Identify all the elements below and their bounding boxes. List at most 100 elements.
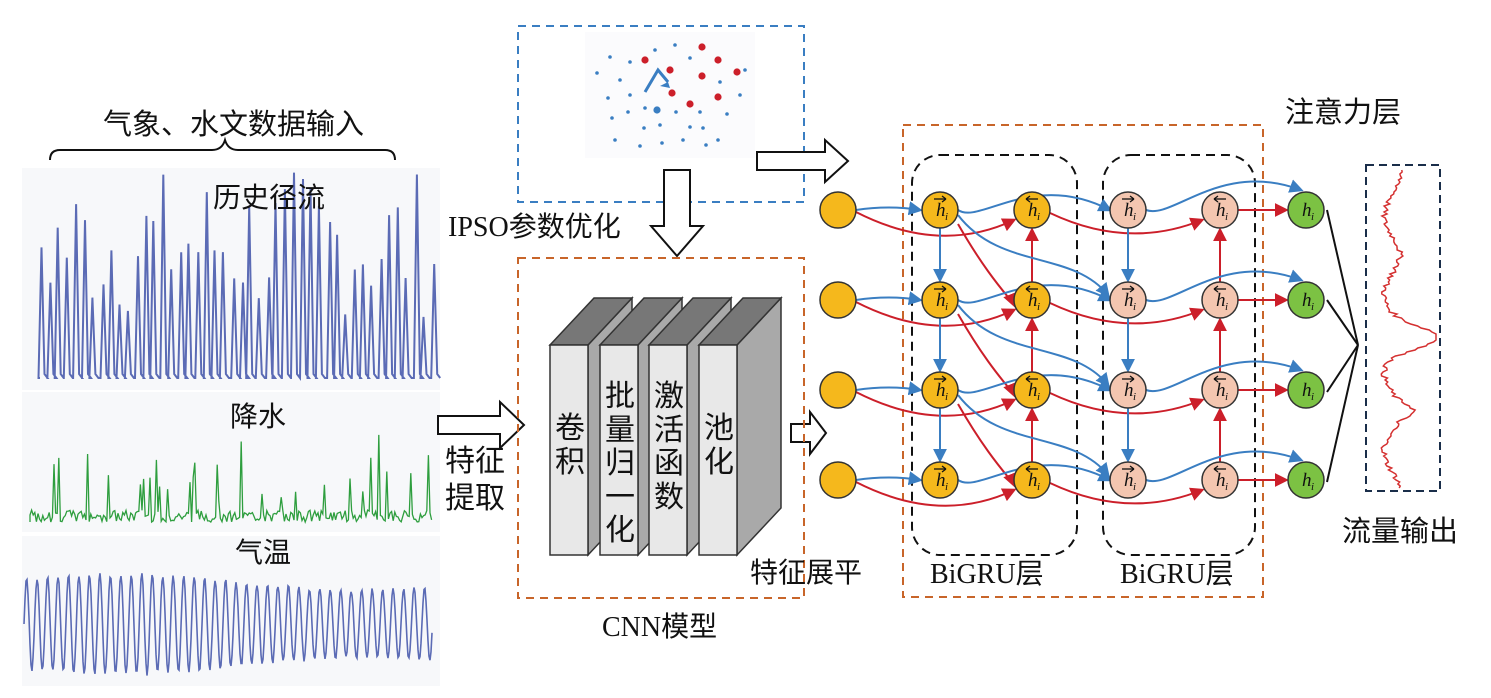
bigru2-forward-node-label: h bbox=[1124, 380, 1134, 401]
bigru2-backward-node-circle bbox=[1201, 281, 1239, 319]
pso-particle-red bbox=[733, 68, 741, 76]
temp-label: 气温 bbox=[235, 536, 292, 569]
forward-connection bbox=[957, 374, 1113, 394]
precip-label: 降水 bbox=[230, 400, 287, 433]
pso-particle-blue bbox=[613, 138, 617, 142]
attention-node-circle bbox=[1287, 371, 1325, 409]
backward-connection bbox=[1049, 212, 1205, 235]
bigru2-forward-node-label: h bbox=[1124, 470, 1134, 491]
precip-line bbox=[29, 434, 433, 524]
activation-block-front bbox=[648, 344, 688, 556]
flatten-label: 特征展平 bbox=[750, 556, 863, 589]
pso-particle-red bbox=[698, 43, 706, 51]
pso-particle-blue bbox=[618, 78, 622, 82]
bigru2-forward-node-arrowhead bbox=[1129, 195, 1135, 203]
cnn-layer-pooling: 池化 bbox=[704, 411, 734, 480]
backward-connection bbox=[957, 313, 1017, 398]
bigru1-backward-node-label: h bbox=[1028, 200, 1038, 221]
pso-particle-blue bbox=[628, 60, 632, 64]
bigru1-forward-node-arrowhead bbox=[941, 375, 947, 383]
bigru1-forward-node-arrowhead bbox=[941, 465, 947, 473]
pso-particle-blue bbox=[628, 93, 632, 97]
bigru2-backward-node-label: h bbox=[1216, 470, 1226, 491]
backward-connection bbox=[1049, 482, 1205, 505]
bigru2-forward-node-circle bbox=[1109, 191, 1147, 229]
bigru2-backward-node-arrowhead bbox=[1213, 285, 1219, 293]
bigru1-forward-node-subscript: i bbox=[945, 211, 948, 223]
bigru-label-1: BiGRU层 bbox=[930, 559, 1044, 590]
bigru1-backward-node-subscript: i bbox=[1037, 481, 1040, 493]
bigru1-forward-node-subscript: i bbox=[945, 301, 948, 313]
pso-particle-blue bbox=[610, 116, 614, 120]
bigru1-forward-node-circle bbox=[921, 281, 959, 319]
bigru-layer-box-2 bbox=[1102, 154, 1256, 556]
bigru1-backward-node-subscript: i bbox=[1037, 301, 1040, 313]
pso-particle-blue bbox=[738, 93, 742, 97]
pso-particle-red bbox=[668, 89, 676, 97]
pso-particle-blue bbox=[716, 138, 720, 142]
bigru2-forward-node-arrowhead bbox=[1129, 375, 1135, 383]
bigru2-backward-node-subscript: i bbox=[1225, 211, 1228, 223]
attention-node-circle bbox=[1287, 191, 1325, 229]
pso-particle-blue bbox=[658, 123, 662, 127]
bigru2-backward-node-circle bbox=[1201, 371, 1239, 409]
bigru1-forward-node-subscript: i bbox=[945, 481, 948, 493]
pooling-block-front bbox=[698, 344, 738, 556]
pso-particle-red bbox=[714, 93, 722, 101]
hollow-arrow-to-bigru bbox=[756, 137, 850, 185]
attention-merge-lines bbox=[1326, 209, 1359, 483]
pso-particle-blue bbox=[653, 48, 657, 52]
backward-connection bbox=[957, 223, 1017, 308]
attention-node-label: h bbox=[1302, 380, 1312, 401]
bigru1-forward-node-subscript: i bbox=[945, 391, 948, 403]
pso-particle-blue bbox=[638, 144, 642, 148]
forward-connection bbox=[1145, 359, 1304, 393]
backward-connection bbox=[855, 211, 1017, 237]
feature-extract-line1: 特征 bbox=[445, 444, 505, 479]
bigru2-forward-node-arrowhead bbox=[1129, 465, 1135, 473]
cnn-layer-batchnorm: 批量归一化 bbox=[605, 379, 635, 549]
bigru1-forward-node-circle bbox=[921, 371, 959, 409]
backward-connection bbox=[957, 403, 1017, 488]
input-node bbox=[819, 191, 857, 229]
temp-line bbox=[23, 573, 433, 676]
pso-particle-blue bbox=[725, 112, 729, 116]
bigru2-backward-node-label: h bbox=[1216, 290, 1226, 311]
backward-connection bbox=[855, 481, 1017, 507]
forward-connection bbox=[855, 381, 923, 396]
forward-connection bbox=[957, 464, 1113, 484]
pso-particle-red bbox=[666, 66, 674, 74]
bigru1-forward-node-arrowhead bbox=[941, 195, 947, 203]
forward-connection bbox=[1145, 179, 1304, 213]
attention-node-subscript: i bbox=[1311, 481, 1314, 493]
bigru2-backward-node-subscript: i bbox=[1225, 301, 1228, 313]
bigru2-backward-node-arrowhead bbox=[1213, 465, 1219, 473]
cnn-blocks bbox=[548, 296, 783, 557]
bigru2-backward-node-circle bbox=[1201, 191, 1239, 229]
bigru2-backward-node-arrowhead bbox=[1213, 195, 1219, 203]
bigru2-backward-node-circle bbox=[1201, 461, 1239, 499]
bigru2-forward-node-label: h bbox=[1124, 290, 1134, 311]
forward-connection bbox=[1145, 449, 1304, 483]
pso-particle-blue bbox=[718, 80, 722, 84]
input-brace bbox=[49, 136, 396, 161]
pso-particle-blue bbox=[660, 141, 664, 145]
pso-particle-blue bbox=[674, 110, 678, 114]
forward-connection bbox=[855, 201, 923, 216]
bigru1-forward-node-label: h bbox=[936, 200, 946, 221]
bigru2-backward-node-label: h bbox=[1216, 200, 1226, 221]
attention-node-subscript: i bbox=[1311, 391, 1314, 403]
